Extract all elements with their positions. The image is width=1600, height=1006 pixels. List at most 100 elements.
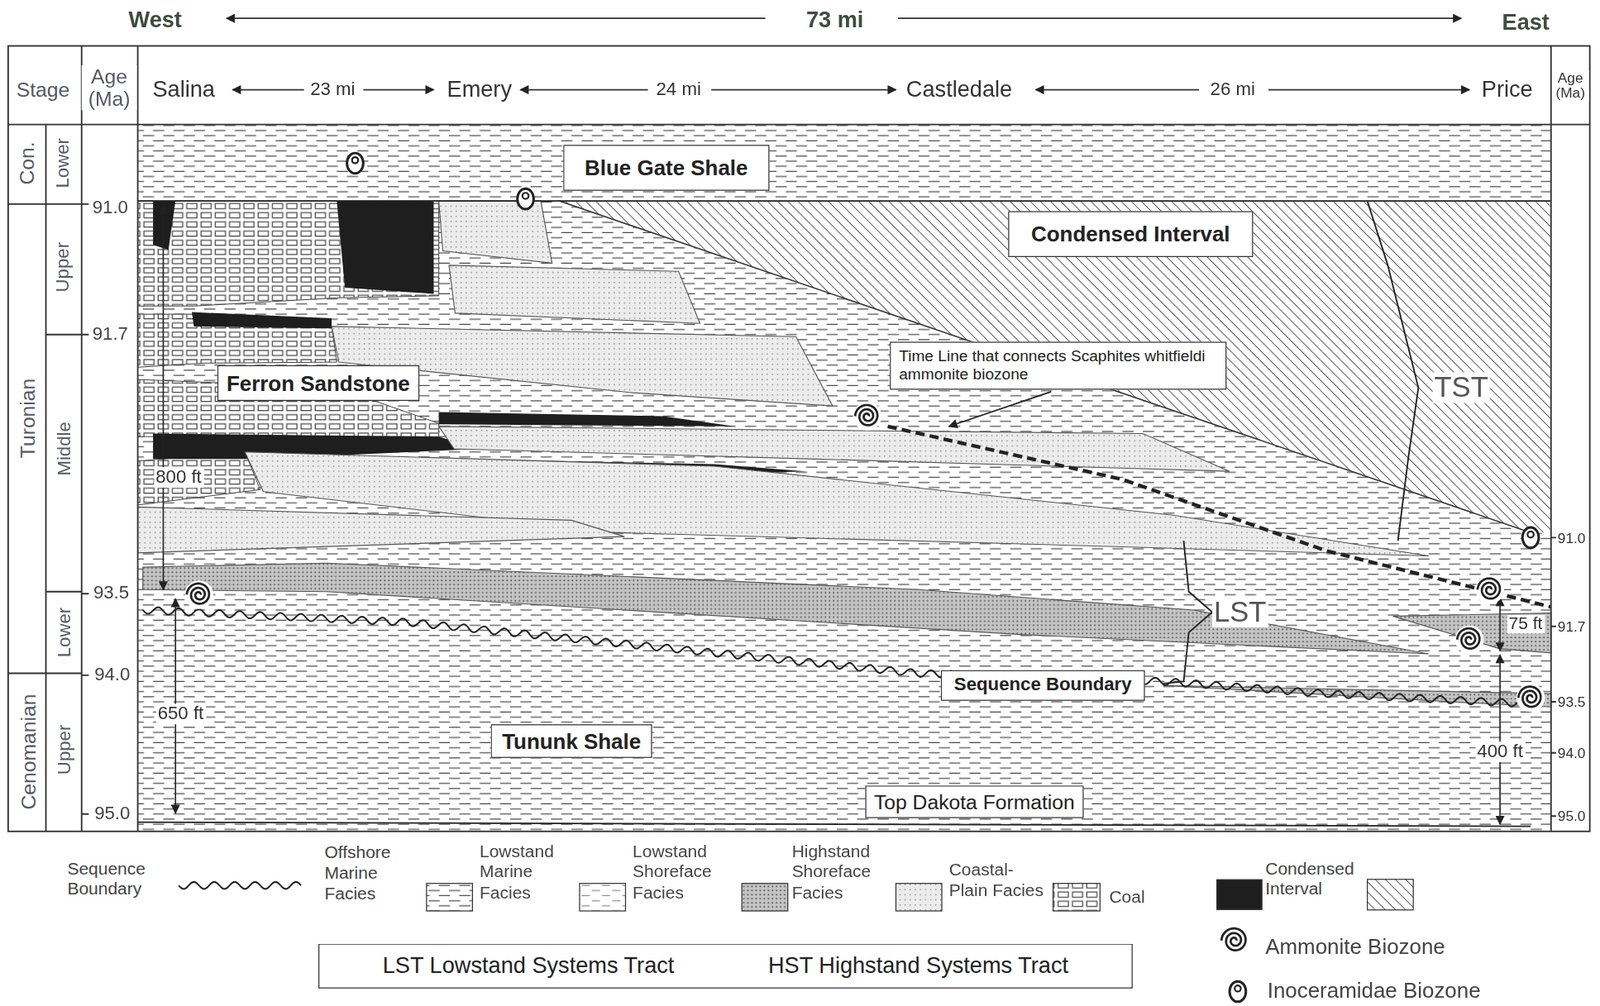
box-text: Tununk Shale bbox=[501, 728, 641, 755]
formation-box: Sequence Boundary bbox=[940, 670, 1146, 702]
inoceramid-symbol bbox=[1522, 527, 1539, 549]
systems-tract-label: TST bbox=[1432, 372, 1491, 404]
legend-samples bbox=[1367, 879, 1414, 911]
stage-name: Con. bbox=[15, 139, 39, 187]
header-arrows bbox=[1036, 89, 1199, 91]
highstand-sandstone bbox=[439, 200, 553, 263]
lst-boundary bbox=[1163, 540, 1213, 684]
inoceramid-symbol bbox=[347, 152, 364, 174]
systems-tract-label: LST bbox=[1211, 596, 1268, 628]
ammonite-symbol bbox=[1455, 625, 1485, 655]
offshore-marine-ground bbox=[138, 124, 1552, 832]
box-text: Condensed Interval bbox=[1031, 220, 1231, 247]
time-line-91 bbox=[138, 200, 560, 202]
locality-name: Price bbox=[1479, 77, 1535, 103]
distance-label: 23 mi bbox=[308, 79, 358, 100]
frame bbox=[46, 203, 82, 206]
legend-text: Coal bbox=[1108, 888, 1145, 909]
inoceramid-symbol bbox=[1229, 981, 1247, 1003]
column-header: Stage bbox=[14, 78, 72, 101]
thickness-dimension: 650 ft bbox=[155, 704, 206, 725]
stage-name: Turonian bbox=[16, 376, 39, 460]
ammonite-symbol bbox=[1219, 925, 1251, 956]
ammonite-symbol bbox=[184, 580, 214, 610]
substage-name: Upper bbox=[54, 722, 75, 777]
locality-name: Emery bbox=[444, 77, 514, 103]
locality-name: Salina bbox=[150, 77, 217, 103]
legend-text: Lowstand Marine Facies bbox=[479, 841, 574, 904]
box-text: HST Highstand Systems Tract bbox=[768, 953, 1069, 981]
coastal-plain-strip bbox=[138, 452, 261, 506]
inoceramid-symbol bbox=[522, 192, 529, 199]
age-value: 95.0 bbox=[1555, 808, 1588, 825]
header-arrows bbox=[226, 17, 766, 20]
age-value: 91.0 bbox=[1555, 530, 1588, 546]
legend-text: Inoceramidae Biozone bbox=[1267, 977, 1481, 1003]
ammonite-symbol bbox=[1516, 683, 1546, 713]
thickness-dimension: 400 ft bbox=[1475, 741, 1526, 762]
inoceramid-symbol bbox=[352, 157, 359, 163]
coal-bed bbox=[191, 312, 332, 330]
frame bbox=[8, 673, 47, 675]
frame bbox=[8, 46, 1591, 832]
distance-label: 73 mi bbox=[803, 8, 865, 34]
callout-box: Time Line that connects Scaphites whitfi… bbox=[889, 341, 1227, 390]
legend-note-box: LST Lowstand Systems TractHST Highstand … bbox=[318, 944, 1133, 990]
thickness-dimension: 75 ft bbox=[1506, 615, 1545, 635]
formation-box: Condensed Interval bbox=[1007, 210, 1254, 258]
lowstand-sandstone bbox=[1163, 685, 1552, 707]
highstand-sandstone bbox=[448, 265, 701, 324]
stage-name: Cenomanian bbox=[16, 692, 39, 812]
tst-boundary bbox=[1367, 200, 1419, 541]
scaphites-time-line bbox=[888, 426, 1552, 607]
box-text: Ferron Sandstone bbox=[226, 369, 411, 396]
legend-text: Coastal-Plain Facies bbox=[949, 859, 1050, 902]
locality-name: Castledale bbox=[903, 77, 1014, 103]
formation-box: Top Dakota Formation bbox=[864, 785, 1085, 818]
coastal-plain-strip bbox=[138, 200, 440, 306]
ammonite-symbol bbox=[1516, 683, 1546, 713]
frame bbox=[81, 46, 83, 832]
age-value: 94.0 bbox=[1555, 745, 1588, 761]
inoceramid-symbol bbox=[1234, 985, 1241, 992]
inoceramid-symbol bbox=[347, 152, 364, 174]
highstand-sandstone bbox=[138, 506, 626, 554]
dimension-arrow bbox=[1499, 654, 1501, 825]
coal-bed bbox=[336, 200, 434, 294]
distance-label: 26 mi bbox=[1208, 79, 1257, 100]
highstand-sandstone bbox=[138, 200, 1429, 556]
sequence-boundary-line bbox=[178, 882, 301, 889]
legend-text: Offshore Marine Facies bbox=[324, 842, 415, 905]
header-arrows bbox=[1268, 89, 1470, 91]
ammonite-symbol bbox=[1219, 925, 1251, 956]
direction-label: East bbox=[1499, 9, 1552, 35]
ammonite-symbol bbox=[1475, 575, 1505, 605]
legend-samples bbox=[741, 883, 789, 912]
legend-samples bbox=[426, 883, 473, 912]
lowstand-sandstone bbox=[143, 563, 1429, 655]
frame bbox=[46, 334, 82, 336]
lowstand-sandstone bbox=[143, 563, 1552, 707]
generated-symbols bbox=[143, 152, 1546, 1003]
box-text: Top Dakota Formation bbox=[874, 789, 1075, 815]
inoceramid-symbol bbox=[517, 188, 535, 210]
time-line-91 bbox=[558, 200, 1552, 202]
header-arrows bbox=[897, 17, 1462, 20]
frame bbox=[1550, 46, 1553, 832]
thickness-dimension: 800 ft bbox=[153, 467, 205, 488]
legend-text: Sequence Boundary bbox=[66, 859, 164, 901]
ammonite-symbol bbox=[1221, 928, 1246, 951]
age-value: 91.7 bbox=[1555, 618, 1588, 635]
header-arrows bbox=[520, 89, 648, 91]
substage-name: Upper bbox=[52, 239, 73, 294]
direction-label: West bbox=[126, 8, 184, 34]
legend-samples bbox=[896, 883, 943, 912]
ammonite-symbol bbox=[1475, 575, 1505, 605]
ammonite-symbol bbox=[1456, 628, 1480, 649]
legend-swatch bbox=[1216, 879, 1263, 911]
substage-name: Middle bbox=[54, 420, 75, 478]
frame bbox=[45, 124, 48, 832]
substage-name: Lower bbox=[54, 605, 75, 660]
legend-samples bbox=[1053, 883, 1101, 912]
header-arrows bbox=[711, 89, 896, 91]
